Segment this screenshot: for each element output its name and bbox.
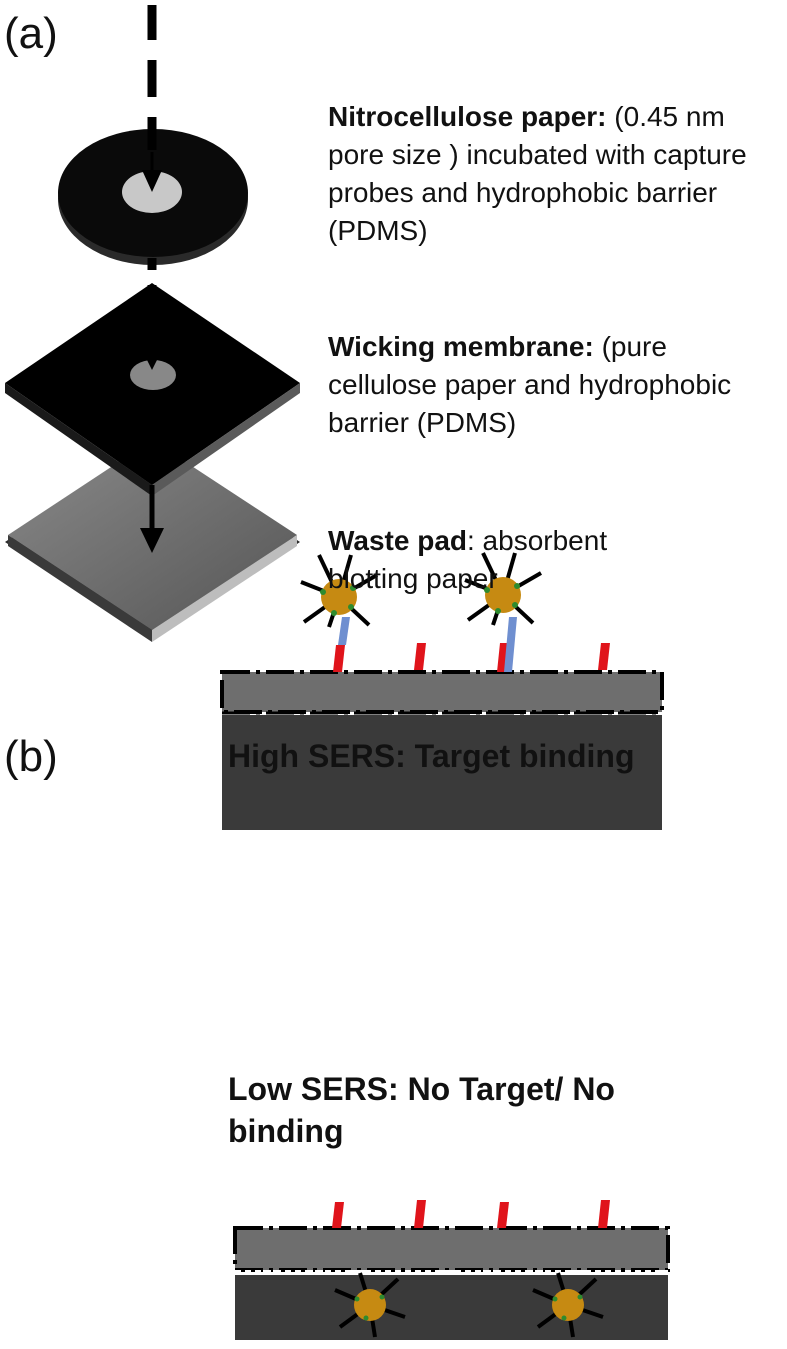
high-sers-assembly bbox=[220, 552, 664, 830]
low-base-layer bbox=[235, 1275, 668, 1340]
wicking-description: (pure cellulose paper and hydrophobic ba… bbox=[328, 331, 732, 438]
low-membrane-layer bbox=[235, 1228, 668, 1270]
wicking-name: Wicking membrane: bbox=[328, 331, 594, 362]
high-membrane-layer bbox=[222, 672, 662, 712]
low-sers-assembly bbox=[233, 1200, 670, 1340]
waste-pad-name: Waste pad bbox=[328, 525, 467, 556]
high-hydrophobic-border bbox=[220, 670, 664, 714]
capture-probes bbox=[333, 643, 610, 672]
bound-targets bbox=[338, 617, 517, 672]
low-hydrophobic-border bbox=[233, 1226, 670, 1272]
nitrocellulose-description: (0.45 nm pore size ) incubated with capt… bbox=[328, 101, 747, 246]
low-capture-probes bbox=[332, 1200, 610, 1228]
high-sers-title: High SERS: Target binding bbox=[228, 738, 635, 774]
wicking-label: Wicking membrane: (pure cellulose paper … bbox=[328, 328, 783, 442]
panel-b-letter: (b) bbox=[4, 732, 58, 781]
panel-a-letter: (a) bbox=[4, 9, 58, 58]
sers-nanoparticle-1 bbox=[300, 554, 379, 628]
unbound-nanoparticle-2 bbox=[532, 1272, 604, 1338]
wicking-membrane-layer bbox=[5, 283, 300, 496]
low-sers-title: Low SERS: No Target/ No binding bbox=[228, 1071, 615, 1149]
waste-pad-label: Waste pad: absorbent blotting paper bbox=[328, 522, 688, 598]
nitrocellulose-label: Nitrocellulose paper: (0.45 nm pore size… bbox=[328, 98, 783, 250]
waste-pad-description: : absorbent blotting paper bbox=[328, 525, 608, 594]
nitrocellulose-name: Nitrocellulose paper: bbox=[328, 101, 607, 132]
nitrocellulose-disc-layer bbox=[58, 129, 248, 265]
wicking-sample-spot bbox=[130, 360, 176, 390]
arrow-head-1 bbox=[142, 170, 162, 192]
high-base-layer bbox=[222, 715, 662, 830]
arrow-head-2 bbox=[142, 350, 162, 370]
sers-nanoparticle-2 bbox=[464, 552, 543, 626]
unbound-nanoparticle-1 bbox=[334, 1272, 406, 1338]
arrow-head-3 bbox=[140, 528, 164, 553]
